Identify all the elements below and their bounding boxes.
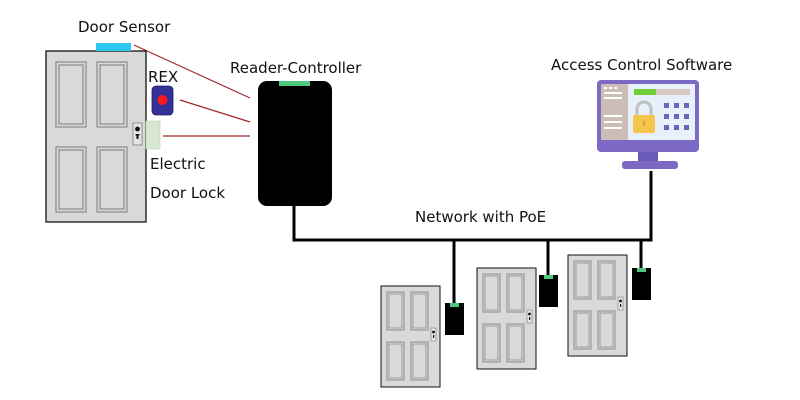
monitor-icon: [597, 80, 699, 169]
main-door: [45, 50, 147, 223]
keypad-icon: [664, 103, 689, 130]
control-wires: [133, 44, 251, 137]
network-label: Network with PoE: [415, 208, 546, 226]
progress-fill: [634, 89, 656, 95]
remote-door-1: [380, 285, 464, 388]
electric-lock-strike: [145, 120, 161, 150]
main-network-line: [292, 171, 653, 242]
remote-reader: [632, 268, 651, 300]
network-lines: [292, 171, 653, 304]
remote-door-3: [567, 254, 651, 357]
electric-lock-label-line1: Electric: [150, 155, 206, 173]
door-handle-icon: [617, 296, 624, 311]
door-handle-icon: [430, 327, 437, 342]
door-sensor-wire: [133, 44, 251, 99]
door-sensor-device: [96, 43, 131, 51]
reader-led: [544, 275, 553, 279]
access-software-label: Access Control Software: [551, 56, 732, 74]
remote-doors: [380, 254, 651, 388]
remote-door: [476, 267, 537, 370]
remote-door-2: [476, 267, 558, 370]
reader-led: [450, 303, 459, 307]
padlock-icon: [633, 100, 655, 133]
door-panels: [55, 61, 128, 213]
reader-controller-label: Reader-Controller: [230, 59, 362, 77]
rex-button: [151, 85, 174, 116]
remote-door: [380, 285, 441, 388]
remote-reader: [539, 275, 558, 307]
door-handle-icon: [132, 122, 143, 146]
electric-lock-label-line2: Door Lock: [150, 184, 225, 202]
rex-label: REX: [148, 68, 178, 86]
reader-led: [637, 268, 646, 272]
reader-led: [279, 81, 310, 86]
door-handle-icon: [526, 309, 533, 324]
remote-reader: [445, 303, 464, 335]
remote-door: [567, 254, 628, 357]
door-sensor-label: Door Sensor: [78, 18, 171, 36]
rex-wire: [179, 99, 251, 123]
reader-controller-device: [258, 81, 332, 206]
